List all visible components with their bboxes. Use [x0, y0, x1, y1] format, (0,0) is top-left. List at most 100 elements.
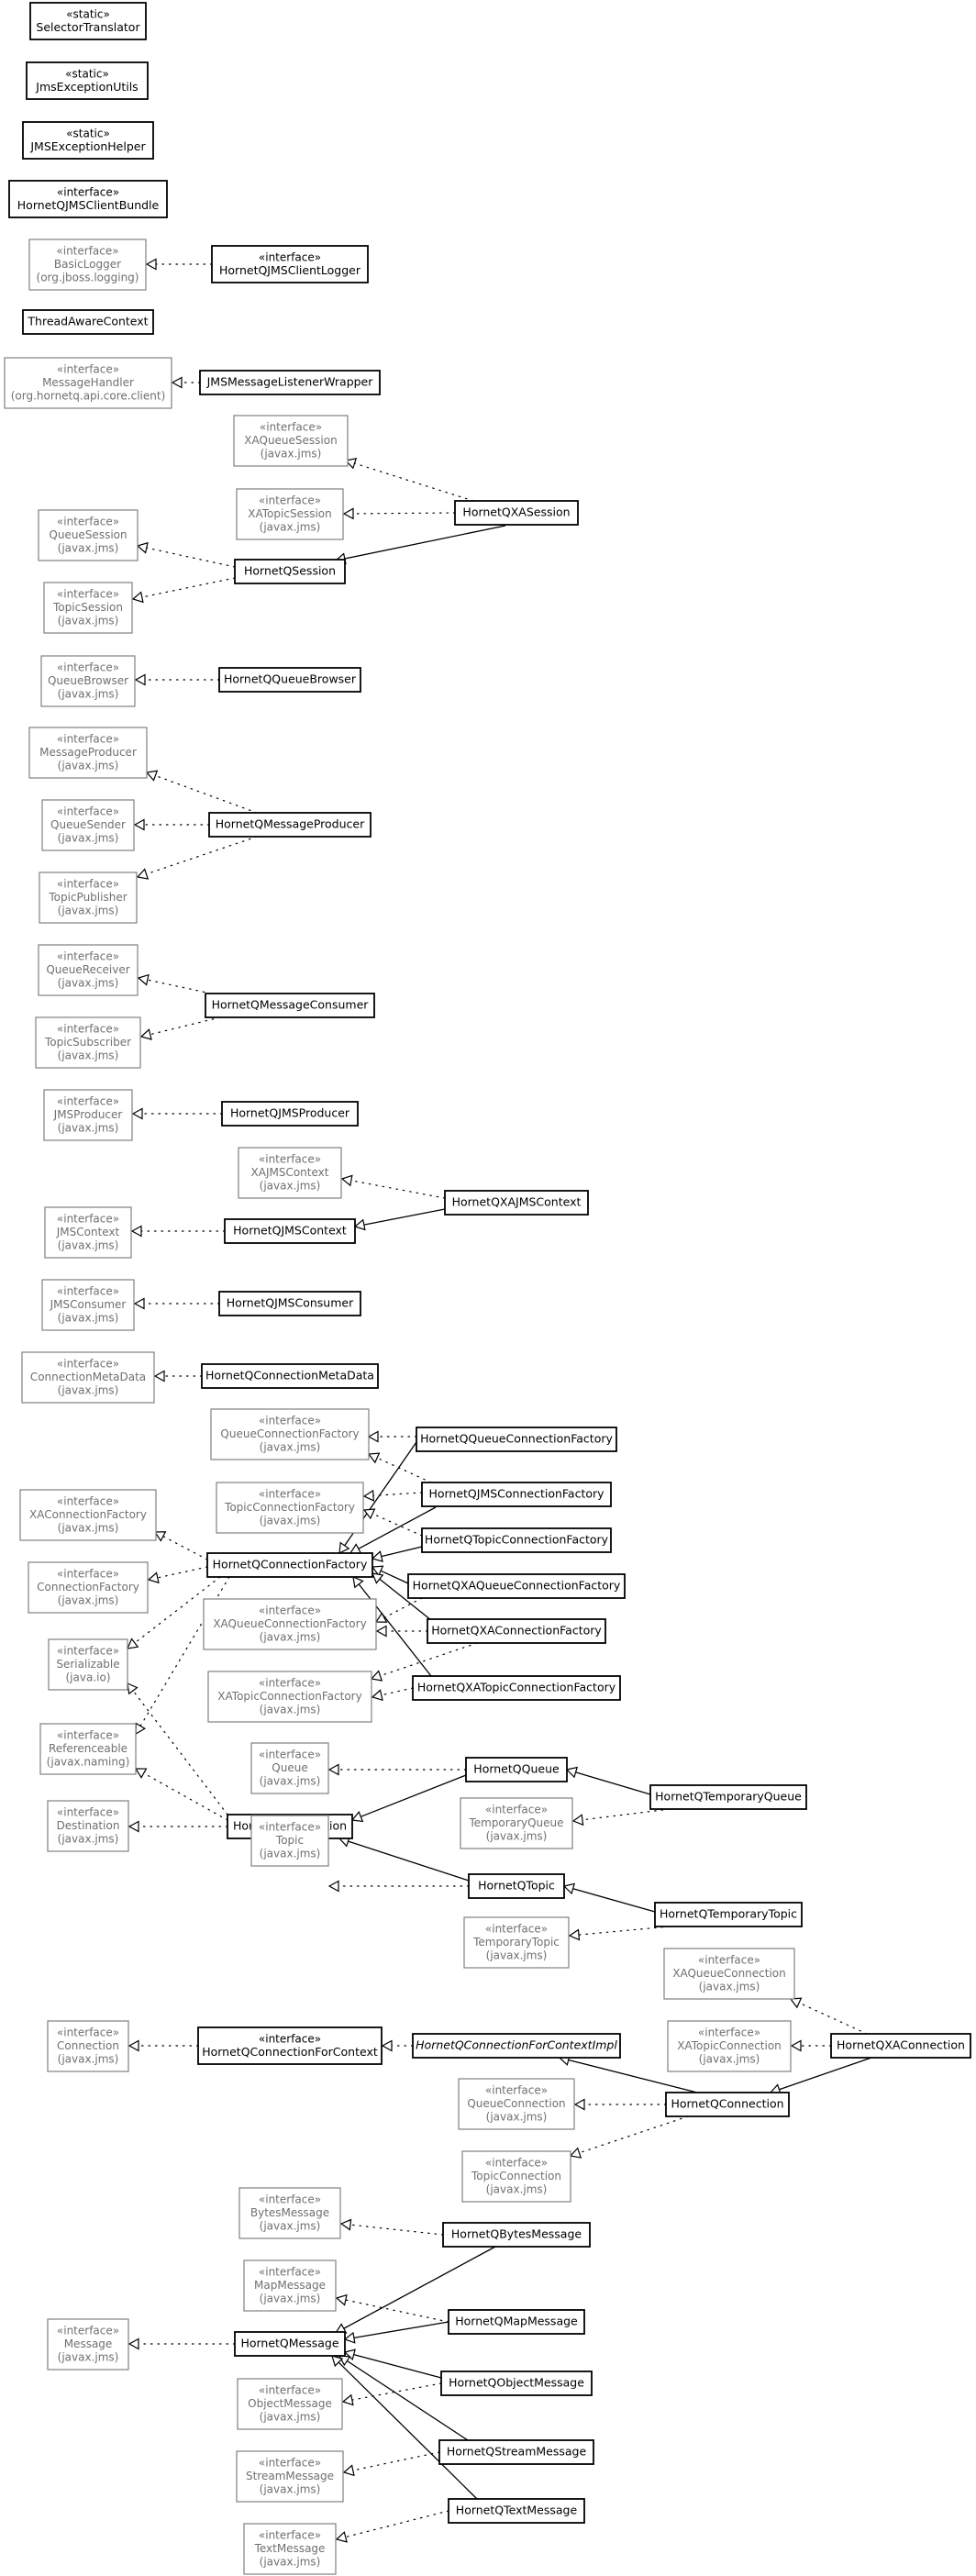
- class-selector-translator[interactable]: «static»SelectorTranslator: [29, 2, 147, 40]
- class-hornet-q-text-message[interactable]: HornetQTextMessage: [448, 2498, 585, 2524]
- class-connection[interactable]: «interface»Connection(javax.jms): [47, 2020, 129, 2072]
- class-connection-meta-data[interactable]: «interface»ConnectionMetaData(javax.jms): [21, 1351, 155, 1404]
- class-hornet-q-message-producer[interactable]: HornetQMessageProducer: [208, 812, 372, 838]
- class-stereotype: «interface»: [259, 2529, 321, 2542]
- class-hornet-q-connection[interactable]: HornetQConnection: [665, 2092, 790, 2117]
- class-box: [236, 2450, 344, 2503]
- class-hornet-qxa-queue-connection-factory[interactable]: HornetQXAQueueConnectionFactory: [407, 1573, 626, 1599]
- class-xa-topic-connection-factory[interactable]: «interface»XATopicConnectionFactory(java…: [207, 1671, 372, 1723]
- class-topic-connection-factory[interactable]: «interface»TopicConnectionFactory(javax.…: [216, 1482, 364, 1534]
- realization-hornet-qjms-connection-factory-to-queue-connection-factory: [367, 1452, 432, 1483]
- class-hornet-qxa-session[interactable]: HornetQXASession: [454, 500, 579, 526]
- class-topic-session[interactable]: «interface»TopicSession(javax.jms): [43, 582, 133, 634]
- class-xa-topic-session[interactable]: «interface»XATopicSession(javax.jms): [236, 488, 344, 540]
- class-connection-factory[interactable]: «interface»ConnectionFactory(javax.jms): [28, 1561, 149, 1614]
- class-name: TopicPublisher: [48, 891, 127, 904]
- class-name: HornetQTopicConnectionFactory: [425, 1533, 609, 1547]
- class-box: [218, 1291, 361, 1316]
- class-destination[interactable]: «interface»Destination(javax.jms): [47, 1800, 129, 1852]
- class-queue-sender[interactable]: «interface»QueueSender(javax.jms): [41, 799, 135, 851]
- class-xa-topic-connection[interactable]: «interface»XATopicConnection(javax.jms): [667, 2020, 792, 2072]
- arrowhead-icon: [136, 868, 150, 880]
- class-name: JMSMessageListenerWrapper: [206, 375, 374, 389]
- class-jms-exception-helper[interactable]: «static»JMSExceptionHelper: [22, 121, 154, 160]
- class-hornet-qxajms-context[interactable]: HornetQXAJMSContext: [444, 1190, 589, 1216]
- class-hornet-qjms-producer[interactable]: HornetQJMSProducer: [221, 1101, 359, 1127]
- class-serializable[interactable]: «interface»Serializable(java.io): [48, 1638, 128, 1691]
- class-name: JMSConsumer: [50, 1298, 127, 1311]
- class-xa-queue-session[interactable]: «interface»XAQueueSession(javax.jms): [233, 415, 349, 467]
- class-queue[interactable]: «interface»Queue(javax.jms): [250, 1742, 329, 1794]
- class-hornet-q-map-message[interactable]: HornetQMapMessage: [448, 2309, 585, 2335]
- class-xa-connection-factory[interactable]: «interface»XAConnectionFactory(javax.jms…: [19, 1489, 157, 1541]
- class-queue-connection-factory[interactable]: «interface»QueueConnectionFactory(javax.…: [210, 1408, 370, 1460]
- class-hornet-q-session[interactable]: HornetQSession: [234, 559, 346, 584]
- class-hornet-q-object-message[interactable]: HornetQObjectMessage: [440, 2371, 593, 2396]
- class-stereotype: «interface»: [57, 1729, 119, 1742]
- class-hornet-q-message[interactable]: HornetQMessage: [234, 2331, 346, 2357]
- class-queue-session[interactable]: «interface»QueueSession(javax.jms): [38, 509, 139, 561]
- class-hornet-q-temporary-topic[interactable]: HornetQTemporaryTopic: [654, 1902, 803, 1927]
- class-stream-message[interactable]: «interface»StreamMessage(javax.jms): [236, 2450, 344, 2503]
- class-hornet-qjms-connection-factory[interactable]: HornetQJMSConnectionFactory: [421, 1482, 612, 1507]
- class-hornet-q-queue-connection-factory[interactable]: HornetQQueueConnectionFactory: [416, 1427, 617, 1452]
- class-jms-message-listener-wrapper[interactable]: JMSMessageListenerWrapper: [199, 370, 381, 395]
- class-message-handler[interactable]: «interface»MessageHandler(org.hornetq.ap…: [4, 357, 172, 409]
- class-hornet-qxa-connection[interactable]: HornetQXAConnection: [830, 2033, 971, 2059]
- generalization-hornet-qxajms-context-to-hornet-qjms-context: [353, 1208, 446, 1231]
- class-hornet-q-topic-connection-factory[interactable]: HornetQTopicConnectionFactory: [421, 1527, 612, 1553]
- class-basic-logger[interactable]: «interface»BasicLogger(org.jboss.logging…: [28, 239, 147, 291]
- class-object-message[interactable]: «interface»ObjectMessage(javax.jms): [237, 2378, 343, 2430]
- class-temporary-topic[interactable]: «interface»TemporaryTopic(javax.jms): [463, 1916, 570, 1969]
- class-xa-queue-connection[interactable]: «interface»XAQueueConnection(javax.jms): [663, 1948, 795, 2000]
- class-topic-subscriber[interactable]: «interface»TopicSubscriber(javax.jms): [35, 1016, 141, 1069]
- realization-hornet-qjms-context-to-jms-context: [130, 1225, 226, 1238]
- class-hornet-qjms-client-bundle[interactable]: «interface»HornetQJMSClientBundle: [8, 180, 168, 218]
- class-hornet-q-connection-for-context-impl[interactable]: HornetQConnectionForContextImpl: [412, 2033, 621, 2059]
- class-topic-connection[interactable]: «interface»TopicConnection(javax.jms): [461, 2150, 571, 2203]
- class-hornet-q-stream-message[interactable]: HornetQStreamMessage: [438, 2439, 594, 2465]
- class-hornet-qxa-connection-factory[interactable]: HornetQXAConnectionFactory: [427, 1618, 606, 1644]
- class-text-message[interactable]: «interface»TextMessage(javax.jms): [243, 2523, 337, 2575]
- class-hornet-q-topic[interactable]: HornetQTopic: [468, 1873, 565, 1899]
- class-name: HornetQXASession: [462, 505, 570, 519]
- class-hornet-q-message-consumer[interactable]: HornetQMessageConsumer: [205, 993, 375, 1018]
- class-message[interactable]: «interface»Message(javax.jms): [47, 2318, 129, 2371]
- class-jms-producer[interactable]: «interface»JMSProducer(javax.jms): [43, 1089, 133, 1141]
- class-hornet-qjms-context[interactable]: HornetQJMSContext: [224, 1218, 356, 1244]
- class-message-producer[interactable]: «interface»MessageProducer(javax.jms): [28, 727, 148, 779]
- class-hornet-qjms-consumer[interactable]: HornetQJMSConsumer: [218, 1291, 361, 1316]
- class-xa-queue-connection-factory[interactable]: «interface»XAQueueConnectionFactory(java…: [203, 1598, 377, 1650]
- class-box: [38, 944, 139, 996]
- class-box: [210, 1408, 370, 1460]
- class-hornet-q-bytes-message[interactable]: HornetQBytesMessage: [442, 2222, 591, 2248]
- class-hornet-q-connection-factory[interactable]: HornetQConnectionFactory: [206, 1552, 373, 1578]
- class-hornet-q-queue[interactable]: HornetQQueue: [465, 1757, 568, 1782]
- class-hornet-qxa-topic-connection-factory[interactable]: HornetQXATopicConnectionFactory: [412, 1675, 621, 1701]
- class-stereotype: «interface»: [259, 2032, 321, 2045]
- class-hornet-q-queue-browser[interactable]: HornetQQueueBrowser: [218, 667, 361, 693]
- realization-hornet-q-connection-for-context-to-connection: [128, 2039, 199, 2052]
- class-xajms-context[interactable]: «interface»XAJMSContext(javax.jms): [238, 1147, 342, 1199]
- class-queue-connection[interactable]: «interface»QueueConnection(javax.jms): [458, 2078, 575, 2130]
- class-queue-receiver[interactable]: «interface»QueueReceiver(javax.jms): [38, 944, 139, 996]
- class-bytes-message[interactable]: «interface»BytesMessage(javax.jms): [238, 2187, 341, 2239]
- class-hornet-q-connection-meta-data[interactable]: HornetQConnectionMetaData: [201, 1363, 379, 1389]
- class-stereotype: «interface»: [57, 588, 119, 601]
- class-jms-context[interactable]: «interface»JMSContext(javax.jms): [44, 1206, 132, 1259]
- class-referenceable[interactable]: «interface»Referenceable(javax.naming): [39, 1723, 137, 1775]
- realization-hornet-q-text-message-to-text-message: [335, 2510, 449, 2543]
- class-hornet-q-connection-for-context[interactable]: «interface»HornetQConnectionForContext: [197, 2026, 383, 2065]
- arrowhead-icon: [335, 2293, 348, 2306]
- class-topic[interactable]: «interface»Topic(javax.jms): [250, 1815, 329, 1867]
- class-hornet-qjms-client-logger[interactable]: «interface»HornetQJMSClientLogger: [211, 245, 369, 283]
- class-box: [21, 1351, 155, 1404]
- class-topic-publisher[interactable]: «interface»TopicPublisher(javax.jms): [39, 872, 138, 924]
- class-thread-aware-context[interactable]: ThreadAwareContext: [22, 309, 154, 335]
- class-queue-browser[interactable]: «interface»QueueBrowser(javax.jms): [40, 655, 136, 707]
- class-jms-consumer[interactable]: «interface»JMSConsumer(javax.jms): [41, 1279, 135, 1331]
- class-hornet-q-temporary-queue[interactable]: HornetQTemporaryQueue: [649, 1784, 807, 1810]
- class-temporary-queue[interactable]: «interface»TemporaryQueue(javax.jms): [460, 1797, 573, 1849]
- class-jms-exception-utils[interactable]: «static»JmsExceptionUtils: [26, 61, 149, 100]
- class-map-message[interactable]: «interface»MapMessage(javax.jms): [243, 2260, 337, 2312]
